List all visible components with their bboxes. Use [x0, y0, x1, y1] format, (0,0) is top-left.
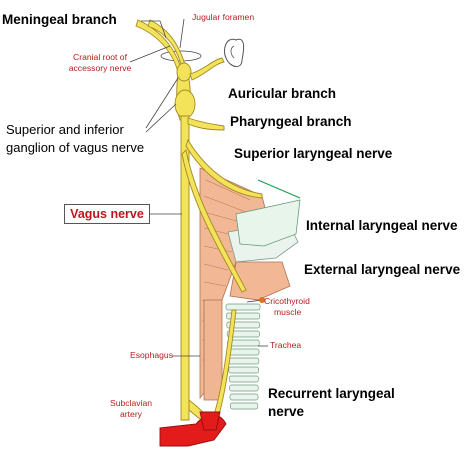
label-recurrent-1: Recurrent laryngeal: [268, 386, 395, 401]
label-superior-laryngeal-nerve: Superior laryngeal nerve: [234, 146, 393, 161]
esophagus-tube: [203, 299, 223, 401]
trachea-rings: [225, 303, 261, 410]
trachea-ring: [226, 321, 260, 329]
trachea-ring: [229, 393, 259, 401]
label-ganglion-2: ganglion of vagus nerve: [6, 140, 145, 155]
label-ganglion-1: Superior and inferior: [6, 122, 124, 137]
label-vagus-nerve: Vagus nerve: [64, 204, 150, 224]
label-subclavian-2: artery: [120, 409, 142, 419]
label-internal-laryngeal-nerve: Internal laryngeal nerve: [306, 218, 458, 233]
trachea-ring: [228, 375, 259, 383]
label-cranial-root-2: accessory nerve: [68, 63, 132, 73]
label-external-laryngeal-nerve: External laryngeal nerve: [304, 262, 461, 277]
label-cricothyroid-2: muscle: [274, 307, 302, 317]
thyroid-cartilage: [235, 179, 301, 247]
label-auricular-branch: Auricular branch: [228, 86, 337, 101]
ear: [223, 38, 245, 67]
trachea-ring: [230, 402, 259, 410]
label-esophagus: Esophagus: [130, 350, 174, 360]
subclavian-artery: [159, 411, 227, 447]
cricothyroid-marker: [259, 297, 265, 303]
label-meningeal-branch: Meningeal branch: [2, 12, 117, 27]
trachea-ring: [226, 330, 260, 338]
label-jugular-foramen: Jugular foramen: [192, 12, 255, 22]
label-cricothyroid-1: Cricothyroid: [264, 296, 310, 306]
trachea-ring: [227, 348, 260, 356]
trachea-ring: [228, 366, 259, 374]
label-pharyngeal-branch: Pharyngeal branch: [230, 114, 352, 129]
trachea-ring: [229, 384, 259, 392]
trachea-ring: [228, 357, 260, 365]
label-recurrent-2: nerve: [268, 404, 305, 419]
label-trachea: Trachea: [270, 340, 302, 350]
trachea-ring: [225, 303, 261, 311]
leader-lines: [129, 18, 268, 357]
label-cranial-root-1: Cranial root of: [73, 52, 127, 62]
label-subclavian-1: Subclavian: [109, 398, 153, 408]
